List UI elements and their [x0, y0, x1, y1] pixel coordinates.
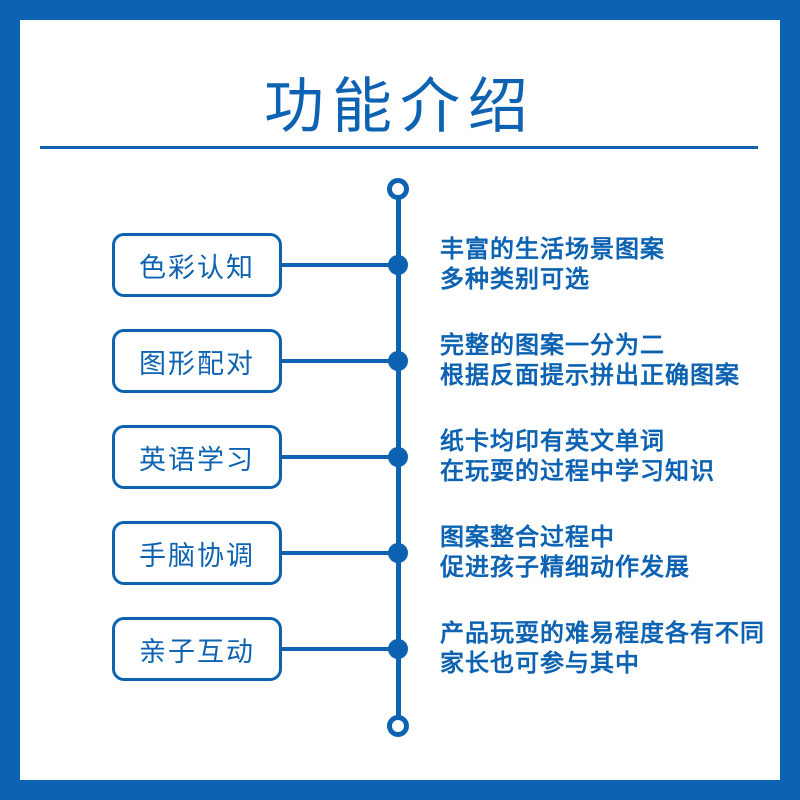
- timeline-end-ring-icon: [387, 715, 409, 737]
- feature-label-box: 亲子互动: [112, 617, 282, 681]
- feature-row-color-recognition: 色彩认知 丰富的生活场景图案 多种类别可选: [20, 233, 780, 297]
- timeline-node-dot: [388, 351, 408, 371]
- feature-label-box: 手脑协调: [112, 521, 282, 585]
- feature-row-hand-brain-coordination: 手脑协调 图案整合过程中 促进孩子精细动作发展: [20, 521, 780, 585]
- feature-row-english-learning: 英语学习 纸卡均印有英文单词 在玩耍的过程中学习知识: [20, 425, 780, 489]
- feature-description-line1: 完整的图案一分为二: [440, 332, 665, 359]
- connector-line: [282, 551, 398, 555]
- feature-row-shape-matching: 图形配对 完整的图案一分为二 根据反面提示拼出正确图案: [20, 329, 780, 393]
- feature-description-line1: 产品玩耍的难易程度各有不同: [440, 620, 765, 647]
- connector-line: [282, 647, 398, 651]
- page-title: 功能介绍: [264, 73, 536, 140]
- connector-line: [282, 263, 398, 267]
- feature-description: 纸卡均印有英文单词 在玩耍的过程中学习知识: [440, 427, 715, 487]
- feature-description-line2: 促进孩子精细动作发展: [440, 554, 690, 581]
- feature-description: 完整的图案一分为二 根据反面提示拼出正确图案: [440, 331, 740, 391]
- timeline-node-dot: [388, 255, 408, 275]
- feature-description-line2: 家长也可参与其中: [440, 650, 640, 677]
- timeline-node-dot: [388, 543, 408, 563]
- feature-description-line1: 丰富的生活场景图案: [440, 236, 665, 263]
- feature-row-parent-child-interaction: 亲子互动 产品玩耍的难易程度各有不同 家长也可参与其中: [20, 617, 780, 681]
- feature-description-line2: 根据反面提示拼出正确图案: [440, 362, 740, 389]
- feature-description: 图案整合过程中 促进孩子精细动作发展: [440, 523, 690, 583]
- feature-label-box: 图形配对: [112, 329, 282, 393]
- feature-description-line2: 多种类别可选: [440, 266, 590, 293]
- feature-label-box: 色彩认知: [112, 233, 282, 297]
- feature-description-line1: 图案整合过程中: [440, 524, 615, 551]
- timeline-start-ring-icon: [387, 178, 409, 200]
- feature-description: 丰富的生活场景图案 多种类别可选: [440, 235, 665, 295]
- timeline-node-dot: [388, 639, 408, 659]
- feature-label-box: 英语学习: [112, 425, 282, 489]
- feature-description-line2: 在玩耍的过程中学习知识: [440, 458, 715, 485]
- title-divider: [40, 146, 758, 149]
- timeline-node-dot: [388, 447, 408, 467]
- connector-line: [282, 359, 398, 363]
- connector-line: [282, 455, 398, 459]
- feature-description-line1: 纸卡均印有英文单词: [440, 428, 665, 455]
- feature-description: 产品玩耍的难易程度各有不同 家长也可参与其中: [440, 619, 765, 679]
